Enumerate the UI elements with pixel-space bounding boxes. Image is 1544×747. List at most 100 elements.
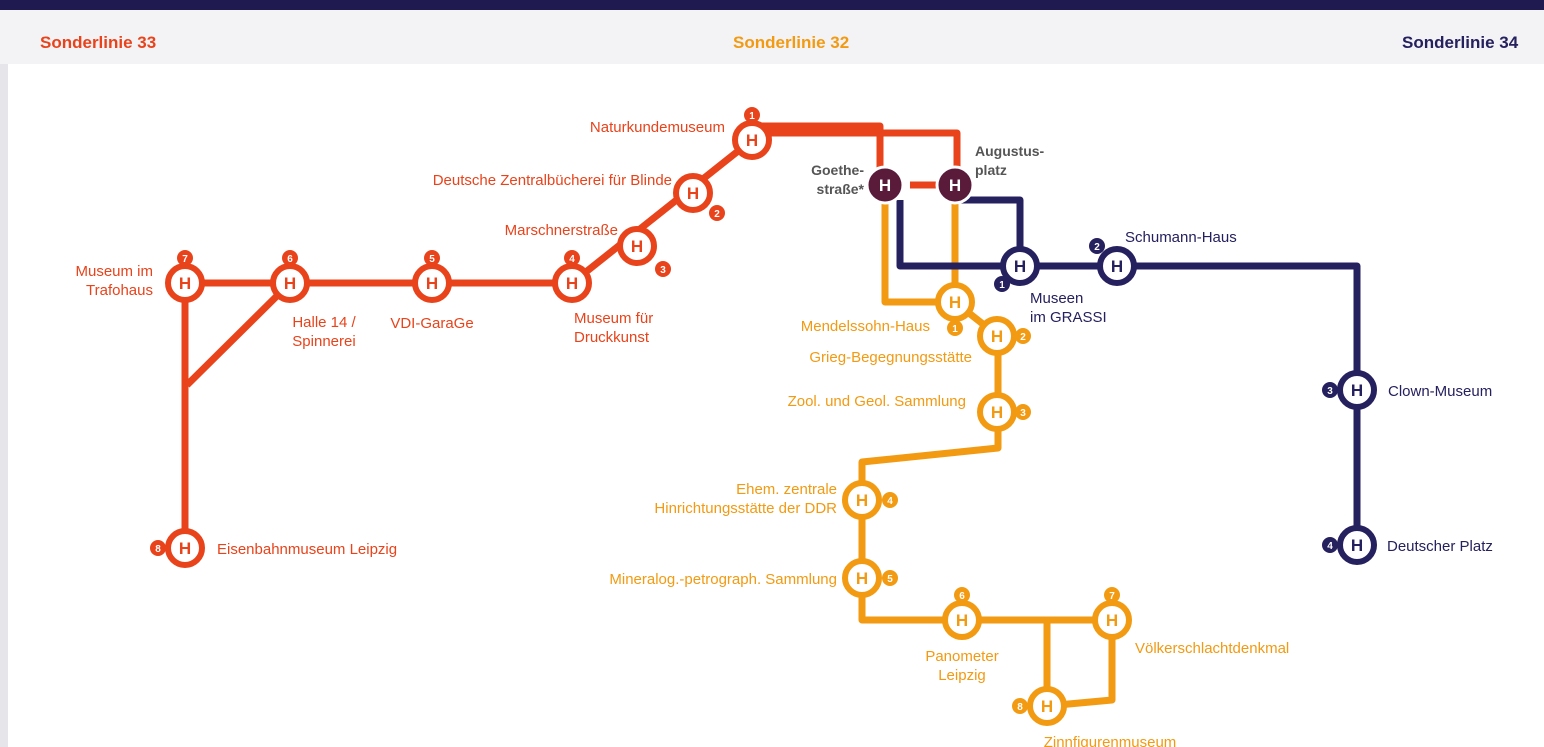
line-34-stop-4[interactable]: H4 [1322,525,1377,565]
stop-number: 4 [1327,541,1333,552]
stop-number: 1 [952,324,958,335]
stop-h-icon: H [179,274,191,293]
line-34-stop-1[interactable]: H1 [994,246,1040,292]
line-33-label-1: Naturkundemuseum [590,119,725,136]
stop-number-badge [282,250,298,266]
line-34-label-4: Deutscher Platz [1387,538,1493,555]
hub-goethe-label: Goethe-straße* [811,162,864,197]
line-34-title: Sonderlinie 34 [1402,33,1519,52]
stop-h-icon: H [1106,611,1118,630]
line-33-title: Sonderlinie 33 [40,33,157,52]
top-bar [0,0,1544,10]
hub-augustusplatz[interactable]: H [935,165,975,205]
line-32-label-5: Mineralog.-petrograph. Sammlung [609,571,837,588]
stop-number-badge [994,276,1010,292]
line-33-label-2: Deutsche Zentralbücherei für Blinde [433,172,672,189]
line-33-stop-6[interactable]: H6 [270,250,310,303]
stop-h-icon: H [991,327,1003,346]
stop-ring [1337,370,1377,410]
stop-number: 3 [1327,386,1333,397]
line-34-label-2: Schumann-Haus [1125,229,1237,246]
hub-circle [935,165,975,205]
stop-number-badge [1015,328,1031,344]
stop-number: 4 [569,254,575,265]
stop-h-icon: H [687,184,699,203]
line-33-stop-2[interactable]: H2 [673,173,725,221]
line-32-stop-7[interactable]: H7 [1092,587,1132,640]
line-33-route-spur [184,280,293,388]
line-33-stop-8[interactable]: H8 [150,528,205,568]
stop-h-icon: H [856,569,868,588]
line-33-label-6: Halle 14 /Spinnerei [292,314,356,350]
line-33-stop-7[interactable]: H7 [165,250,205,303]
stop-h-icon: H [856,491,868,510]
line-34-route-a [896,200,1020,270]
stop-number: 2 [714,209,720,220]
stop-number-badge [709,205,725,221]
stop-h-icon: H [956,611,968,630]
stop-number: 6 [287,254,293,265]
stop-number-badge [1322,382,1338,398]
line-34-stop-3[interactable]: H3 [1322,370,1377,410]
stop-ring [673,173,713,213]
stop-h-icon: H [1351,536,1363,555]
stop-number-badge [424,250,440,266]
stop-number: 7 [1109,591,1115,602]
stop-number-badge [1015,404,1031,420]
line-33-route-diag [569,137,755,286]
hub-goethestrasse[interactable]: H [865,165,905,205]
stop-number: 5 [429,254,435,265]
stop-number: 2 [1094,242,1100,253]
stop-number-badge [954,587,970,603]
line-33-stop-5[interactable]: H5 [412,250,452,303]
line-32-label-7: Völkerschlachtdenkmal [1135,640,1289,657]
stop-h-icon: H [566,274,578,293]
stop-number: 1 [749,111,755,122]
stop-number: 3 [660,265,666,276]
line-33-route-hub-a [752,122,884,185]
stop-number-badge [882,570,898,586]
line-33-stop-1[interactable]: H1 [732,107,772,160]
line-33-stop-4[interactable]: H4 [552,250,592,303]
stop-number-badge [1322,537,1338,553]
hub-h-icon: H [949,176,961,195]
stop-number: 6 [959,591,965,602]
line-32-stop-8[interactable]: H8 [1012,686,1067,726]
line-33-stop-3[interactable]: H3 [617,226,671,277]
line-32-label-2: Grieg-Begegnungsstätte [809,349,972,366]
stop-ring [935,282,975,322]
stop-number: 3 [1020,408,1026,419]
line-32-stop-6[interactable]: H6 [942,587,982,640]
stop-h-icon: H [426,274,438,293]
stop-number-badge [1089,238,1105,254]
stop-h-icon: H [991,403,1003,422]
hub-augustus-label: Augustus-platz [975,143,1045,178]
stop-ring [842,480,882,520]
line-34-label-3: Clown-Museum [1388,383,1492,400]
stop-ring [1027,686,1067,726]
line-33-label-8: Eisenbahnmuseum Leipzig [217,541,397,558]
left-edge-strip [0,64,8,747]
stop-number: 4 [887,496,893,507]
line-34-route-b [950,196,1024,266]
stop-number-badge [564,250,580,266]
line-32-stop-1[interactable]: H1 [935,282,975,336]
hub-circle [865,165,905,205]
line-34-stop-2[interactable]: H2 [1089,238,1137,286]
stop-ring [842,558,882,598]
line-33-label-3: Marschnerstraße [505,222,618,239]
line-32-label-3: Zool. und Geol. Sammlung [788,393,966,410]
stop-h-icon: H [179,539,191,558]
stop-ring [617,226,657,266]
stop-h-icon: H [1111,257,1123,276]
stop-number: 2 [1020,332,1026,343]
stop-h-icon: H [1041,697,1053,716]
